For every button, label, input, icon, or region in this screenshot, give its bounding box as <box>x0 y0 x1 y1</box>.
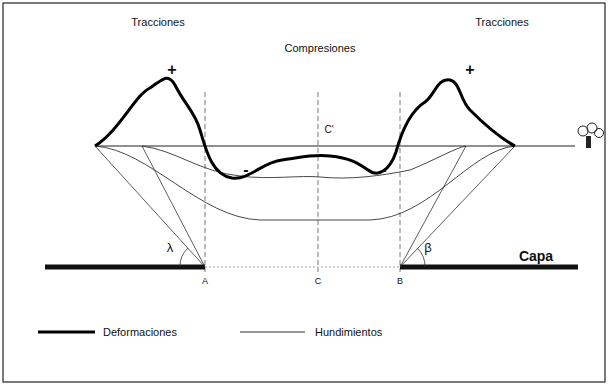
seam-layer <box>400 265 578 270</box>
sign-label: - <box>381 162 386 178</box>
sign-label: + <box>167 62 176 78</box>
point-label: C <box>315 277 322 286</box>
angle-label: β <box>424 241 431 254</box>
legend-text: Hundimientos <box>315 327 382 338</box>
deformation-curve <box>95 78 515 178</box>
angle-lines <box>95 146 515 267</box>
point-label: A <box>202 277 208 286</box>
legend-sample <box>38 331 95 334</box>
compression-label: Compresiones <box>285 43 356 54</box>
tension-label: Tracciones <box>131 17 184 28</box>
frame <box>3 3 605 382</box>
ground-line <box>95 146 575 147</box>
tension-label: Tracciones <box>475 17 528 28</box>
angle-label: λ <box>167 241 174 254</box>
legend-sample <box>240 332 305 333</box>
layer-label: Capa <box>519 249 553 263</box>
reference-lines <box>205 92 400 272</box>
sign-label: + <box>465 62 474 78</box>
point-label: C' <box>324 125 333 135</box>
legend-text: Deformaciones <box>103 327 177 338</box>
mined-area <box>205 267 400 268</box>
sign-label: - <box>243 162 248 178</box>
tree-icon <box>578 123 604 148</box>
seam-layer <box>45 265 205 270</box>
point-label: B <box>397 277 403 286</box>
